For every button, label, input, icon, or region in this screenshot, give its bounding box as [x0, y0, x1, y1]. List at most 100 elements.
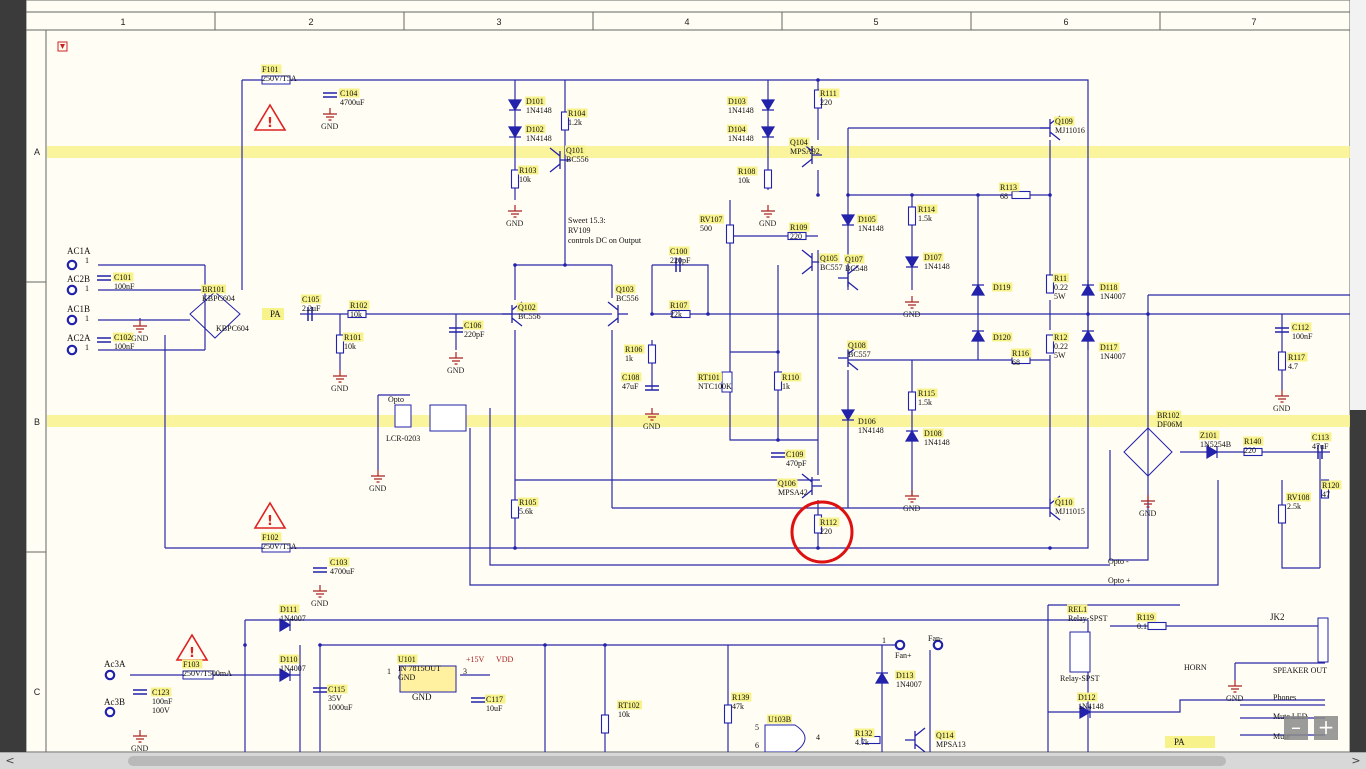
vertical-scrollbar[interactable] [1350, 0, 1366, 752]
vertical-scroll-thumb[interactable] [1350, 0, 1366, 410]
horizontal-scrollbar[interactable]: < > [0, 752, 1366, 769]
zoom-out-button[interactable]: – [1284, 716, 1308, 740]
horizontal-scroll-thumb[interactable] [128, 756, 1226, 766]
junction-dot [776, 438, 780, 442]
scroll-left-button[interactable]: < [5, 754, 15, 767]
component-d120[interactable]: D120 [992, 332, 1013, 343]
svg-text:Q105: Q105 [820, 254, 838, 263]
connector-pin[interactable] [66, 344, 78, 356]
component-u103b[interactable]: U103B [767, 714, 792, 725]
svg-text:R115: R115 [918, 389, 935, 398]
regulator-symbol [399, 665, 457, 693]
connector-pin[interactable] [66, 314, 78, 326]
component-d119[interactable]: D119 [992, 282, 1013, 293]
diode-symbol [279, 617, 292, 633]
connector-pin[interactable] [66, 284, 78, 296]
connector-pin[interactable] [894, 639, 906, 651]
connector-pin[interactable] [66, 259, 78, 271]
connector-pin[interactable] [104, 706, 116, 718]
zoom-in-button[interactable]: + [1314, 716, 1338, 740]
connector-pin[interactable] [104, 669, 116, 681]
connector-pin[interactable] [932, 639, 944, 651]
scroll-right-button[interactable]: > [1351, 754, 1361, 767]
